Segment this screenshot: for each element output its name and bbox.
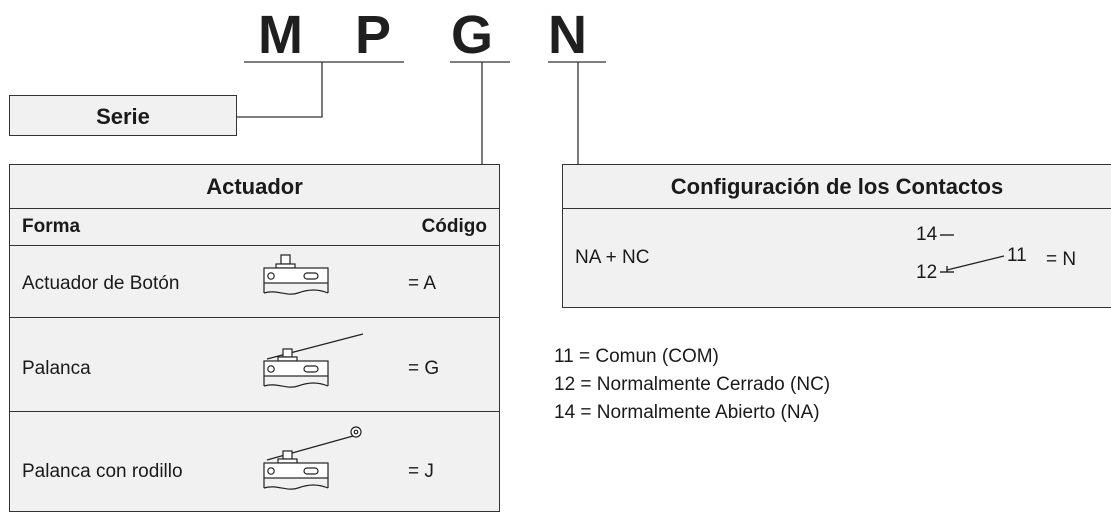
table-row: Palanca con rodillo = J (10, 411, 499, 512)
contactos-title: Configuración de los Contactos (670, 174, 1004, 199)
actuator-code: = G (408, 358, 440, 379)
code-letter-series-2: P (355, 5, 393, 65)
contactos-row: NA + NC (563, 208, 1111, 308)
column-header-shape: Forma (22, 216, 81, 237)
config-label: NA + NC (575, 247, 650, 268)
serie-box: Serie (9, 95, 237, 136)
code-letter-contacts: N (548, 5, 588, 65)
contactos-table: Configuración de los Contactos NA + NC (562, 164, 1111, 308)
terminal-12-label: 12 (916, 262, 938, 283)
actuator-name: Palanca (22, 358, 91, 379)
legend-item: 11 = Comun (COM) (554, 346, 719, 367)
table-row: Palanca = G (10, 317, 499, 412)
serie-label: Serie (96, 104, 150, 129)
table-row: Actuador de Botón = A (10, 245, 499, 318)
contact-code: = N (1046, 249, 1077, 270)
column-header-code: Código (421, 216, 487, 237)
button-actuator-switch-icon (263, 254, 329, 295)
lever-switch-icon (263, 333, 364, 388)
terminal-11-label: 11 (1007, 245, 1027, 266)
actuator-code: = A (408, 273, 436, 294)
actuador-table: Actuador Forma Código Actuador de Botón … (9, 164, 500, 512)
terminal-14-label: 14 (916, 224, 938, 245)
code-letter-actuator: G (451, 5, 495, 65)
legend-item: 12 = Normalmente Cerrado (NC) (554, 374, 831, 395)
actuator-name: Palanca con rodillo (22, 461, 183, 482)
legend-item: 14 = Normalmente Abierto (NA) (554, 402, 820, 423)
actuador-title: Actuador (206, 174, 303, 199)
roller-lever-switch-icon (263, 426, 362, 490)
actuator-name: Actuador de Botón (22, 273, 180, 294)
actuador-header-row: Forma Código (10, 208, 499, 245)
actuator-code: = J (408, 461, 434, 482)
code-letter-series: M (258, 5, 304, 65)
